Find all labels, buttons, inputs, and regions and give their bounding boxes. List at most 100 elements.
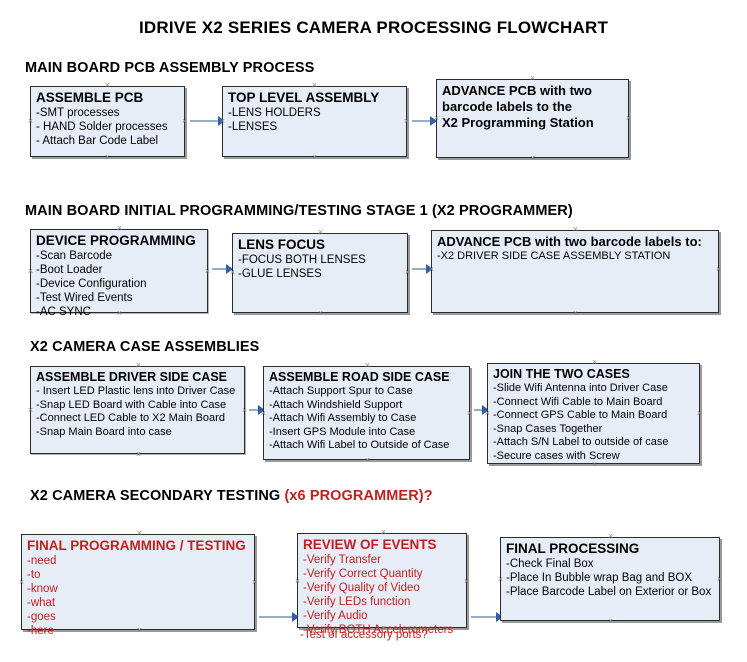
connection-point-right[interactable] [716, 576, 723, 583]
box-lens-focus[interactable]: LENS FOCUS -FOCUS BOTH LENSES -GLUE LENS… [232, 233, 408, 313]
box-title: LENS FOCUS [238, 237, 326, 252]
connection-point-right[interactable] [625, 115, 632, 122]
box-line: -Snap LED Board with Cable into Case [36, 398, 227, 411]
box-line: -Snap Cases Together [493, 422, 603, 435]
box-title: TOP LEVEL ASSEMBLY [228, 90, 380, 105]
box-line: -Attach Support Spur to Case [269, 385, 413, 397]
connection-point-top[interactable] [572, 226, 579, 233]
connection-point-top[interactable] [135, 362, 142, 369]
box-title: REVIEW OF EVENTS [303, 537, 437, 552]
box-line: -know [27, 583, 58, 595]
box-line: -need [27, 555, 57, 567]
connection-point-right[interactable] [251, 579, 258, 586]
connection-point-left[interactable] [433, 115, 440, 122]
box-line: -Insert GPS Module into Case [269, 425, 416, 438]
connection-point-bottom[interactable] [572, 310, 579, 317]
box-line: -what [27, 597, 56, 609]
connection-point-top[interactable] [317, 229, 324, 236]
connection-point-top[interactable] [607, 533, 614, 540]
connection-point-right[interactable] [403, 118, 410, 125]
box-title-line: ADVANCE PCB with two [442, 83, 592, 98]
connection-point-bottom[interactable] [104, 154, 111, 161]
section-header-main-board-initial-programming: MAIN BOARD INITIAL PROGRAMMING/TESTING S… [25, 203, 573, 219]
box-title: ASSEMBLE PCB [36, 90, 144, 105]
box-line: -Connect GPS Cable to Main Board [493, 409, 668, 421]
connector-final-programming-to-review [259, 616, 295, 618]
connection-point-left[interactable] [27, 407, 34, 414]
connection-point-right[interactable] [241, 407, 248, 414]
box-assemble-driver-side-case[interactable]: ASSEMBLE DRIVER SIDE CASE - Insert LED P… [30, 366, 245, 454]
connection-point-left[interactable] [219, 118, 226, 125]
box-final-processing[interactable]: FINAL PROCESSING -Check Final Box -Place… [500, 537, 720, 621]
box-line: -Scan Barcode [36, 250, 113, 262]
connection-point-top[interactable] [311, 82, 318, 89]
box-review-of-events[interactable]: REVIEW OF EVENTS -Verify Transfer -Verif… [294, 533, 470, 636]
connection-point-right[interactable] [466, 410, 473, 417]
box-line: -Verify Quality of Video [303, 582, 420, 594]
connection-point-bottom[interactable] [116, 310, 123, 317]
connection-point-left[interactable] [27, 268, 34, 275]
connection-point-left[interactable] [484, 410, 491, 417]
box-assemble-pcb[interactable]: ASSEMBLE PCB -SMT processes - HAND Solde… [30, 86, 185, 157]
connection-point-bottom[interactable] [607, 618, 614, 625]
box-line: - HAND Solder processes [36, 121, 168, 133]
box-join-the-two-cases[interactable]: JOIN THE TWO CASES -Slide Wifi Antenna i… [487, 363, 700, 464]
connector-driver-case-to-road-case [249, 409, 262, 411]
box-line: -Attach Windshield Support [269, 398, 403, 411]
box-line: -Verify Audio [303, 610, 368, 622]
box-line: -LENSES [228, 121, 278, 133]
box-title: FINAL PROCESSING [506, 541, 640, 556]
connection-point-right[interactable] [696, 410, 703, 417]
box-title: ADVANCE PCB with two barcode labels to: [437, 234, 702, 249]
connection-point-top[interactable] [116, 225, 123, 232]
box-line: -Connect LED Cable to X2 Main Board [36, 412, 225, 424]
connection-point-right[interactable] [463, 578, 470, 585]
connection-point-top[interactable] [104, 82, 111, 89]
connection-point-bottom[interactable] [317, 310, 324, 317]
connection-point-right[interactable] [181, 118, 188, 125]
connection-point-right[interactable] [404, 269, 411, 276]
connection-point-left[interactable] [260, 410, 267, 417]
box-line: -Test Wired Events [36, 292, 133, 304]
box-line: -Check Final Box [506, 558, 594, 570]
box-line: - Attach Bar Code Label [36, 135, 159, 147]
box-line: -Slide Wifi Antenna into Driver Case [493, 382, 668, 394]
connection-point-left[interactable] [294, 578, 301, 585]
connection-point-bottom[interactable] [529, 155, 536, 162]
connector-review-to-final-processing [471, 616, 499, 618]
box-device-programming[interactable]: DEVICE PROGRAMMING -Scan Barcode -Boot L… [27, 229, 211, 318]
connection-point-bottom[interactable] [136, 627, 143, 634]
connection-point-top[interactable] [529, 75, 536, 82]
connection-point-top[interactable] [136, 530, 143, 537]
box-advance-pcb-driver-side[interactable]: ADVANCE PCB with two barcode labels to: … [431, 230, 719, 313]
connection-point-top[interactable] [364, 362, 371, 369]
section-header-main-board-pcb-assembly: MAIN BOARD PCB ASSEMBLY PROCESS [25, 60, 314, 76]
connection-point-bottom[interactable] [591, 461, 598, 468]
box-line: -Place Barcode Label on Exterior or Box [506, 586, 712, 598]
box-advance-pcb-programming-station[interactable]: ADVANCE PCB with two barcode labels to t… [436, 79, 629, 158]
box-line: -Place In Bubble wrap Bag and BOX [506, 572, 693, 584]
connection-point-bottom[interactable] [311, 154, 318, 161]
box-line: -LENS HOLDERS [228, 107, 321, 119]
box-final-programming-testing[interactable]: FINAL PROGRAMMING / TESTING -need -to -k… [18, 534, 258, 637]
section-header-text: X2 CAMERA CASE ASSEMBLIES [30, 339, 260, 355]
box-top-level-assembly[interactable]: TOP LEVEL ASSEMBLY -LENS HOLDERS -LENSES [222, 86, 407, 157]
connection-point-left[interactable] [497, 576, 504, 583]
connection-point-right[interactable] [715, 266, 722, 273]
connection-point-top[interactable] [591, 359, 598, 366]
connection-point-left[interactable] [428, 266, 435, 273]
box-title-line: barcode labels to the [442, 99, 573, 114]
connection-point-top[interactable] [380, 529, 387, 536]
section-header-text: MAIN BOARD INITIAL PROGRAMMING/TESTING S… [25, 203, 573, 219]
box-line: -SMT processes [36, 107, 120, 119]
box-assemble-road-side-case[interactable]: ASSEMBLE ROAD SIDE CASE -Attach Support … [263, 366, 470, 460]
connection-point-left[interactable] [27, 118, 34, 125]
connection-point-left[interactable] [229, 269, 236, 276]
connection-point-bottom[interactable] [364, 457, 371, 464]
page-title: IDRIVE X2 SERIES CAMERA PROCESSING FLOWC… [138, 18, 609, 37]
connection-point-right[interactable] [204, 268, 211, 275]
connection-point-left[interactable] [18, 579, 25, 586]
connector-road-case-to-join-cases [474, 409, 486, 411]
connection-point-bottom[interactable] [135, 451, 142, 458]
section-header-accent: (x6 PROGRAMMER)? [284, 488, 433, 504]
